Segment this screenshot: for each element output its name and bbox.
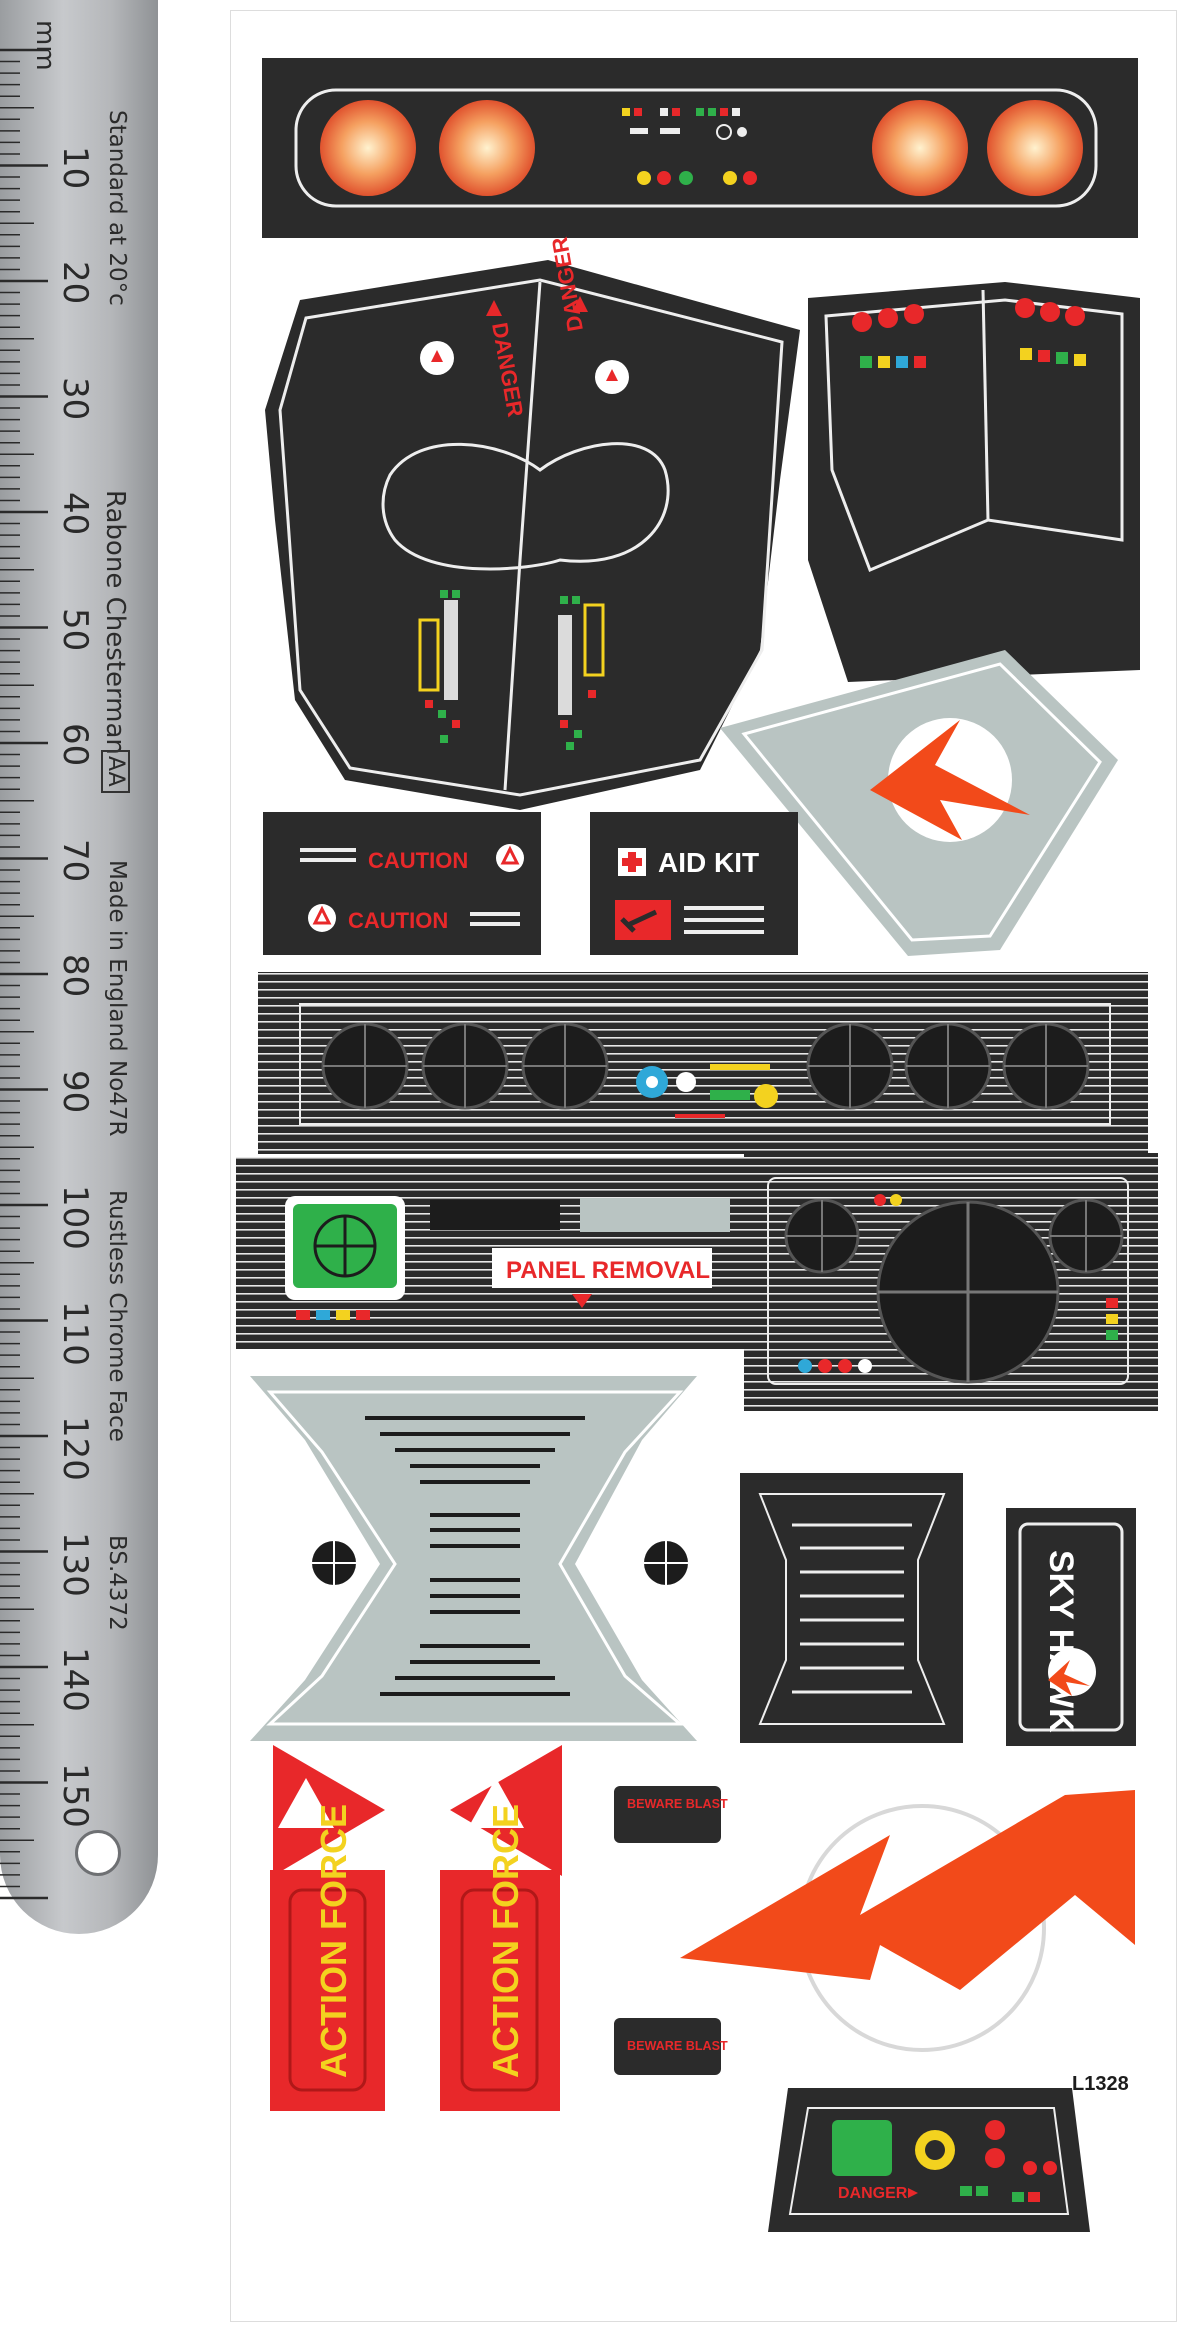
caution-decal: CAUTION CAUTION <box>263 812 541 955</box>
grey-hourglass-decal <box>250 1376 697 1741</box>
dial-dashboard-decal <box>258 972 1148 1154</box>
side-console-decal <box>808 282 1140 682</box>
panel-removal-decal: PANEL REMOVAL <box>236 1157 754 1349</box>
cockpit-danger-decal: DANGER DANGER <box>265 235 800 810</box>
action-force-triangle-left <box>273 1745 385 1876</box>
ruler-hang-hole <box>75 1830 121 1876</box>
lamp-panel-decal <box>262 58 1138 238</box>
sky-hawk-label: SKY HAWK <box>1042 1550 1080 1733</box>
metal-ruler: mm Standard at 20°c Rabone Chesterman AA… <box>0 0 158 1934</box>
big-dial-decal <box>744 1153 1158 1411</box>
lamp-2 <box>439 100 535 196</box>
lamp-1 <box>320 100 416 196</box>
beware-blast-decal-2: BEWARE BLAST <box>614 2018 728 2075</box>
arrow-down-icon <box>572 1294 592 1308</box>
beware-blast-decal-1: BEWARE BLAST <box>614 1786 728 1843</box>
bottom-control-decal: DANGER <box>768 2088 1090 2232</box>
scope-screen <box>832 2120 892 2176</box>
sky-hawk-decal: SKY HAWK <box>1006 1508 1136 1746</box>
lamp-3 <box>872 100 968 196</box>
caution-label-1: CAUTION <box>368 848 468 873</box>
action-force-label-1: ACTION FORCE <box>313 1804 354 2078</box>
action-force-label-2: ACTION FORCE <box>485 1804 526 2078</box>
beware-blast-label-1: BEWARE BLAST <box>627 1797 728 1811</box>
danger-label-bottom: DANGER <box>838 2185 908 2202</box>
sheet-code: L1328 <box>1072 2073 1129 2095</box>
action-force-panel-right: ACTION FORCE <box>440 1804 560 2111</box>
beware-blast-label-2: BEWARE BLAST <box>627 2039 728 2053</box>
panel-removal-label: PANEL REMOVAL <box>506 1257 710 1284</box>
ruler-ticks <box>0 48 48 1900</box>
action-force-triangle-right <box>450 1745 562 1876</box>
lightning-bolt-icon <box>870 720 1030 840</box>
lightning-bolt-large-icon <box>680 1790 1135 1990</box>
switch-column-left <box>418 590 460 743</box>
aid-kit-label: AID KIT <box>658 847 759 878</box>
caution-label-2: CAUTION <box>348 908 448 933</box>
switch-column-right <box>558 596 605 750</box>
cockpit-outline <box>381 442 670 571</box>
black-vent-decal <box>740 1473 963 1743</box>
big-lightning-logo-decal <box>680 1790 1135 2052</box>
lamp-panel-indicators <box>622 108 757 185</box>
aid-kit-decal: AID KIT <box>590 812 798 955</box>
action-force-panel-left: ACTION FORCE <box>270 1804 385 2111</box>
grey-lightning-logo-decal <box>720 650 1118 956</box>
wrench-icon <box>620 909 658 933</box>
lightning-bolt-small-icon <box>1048 1660 1090 1696</box>
lamp-4 <box>987 100 1083 196</box>
